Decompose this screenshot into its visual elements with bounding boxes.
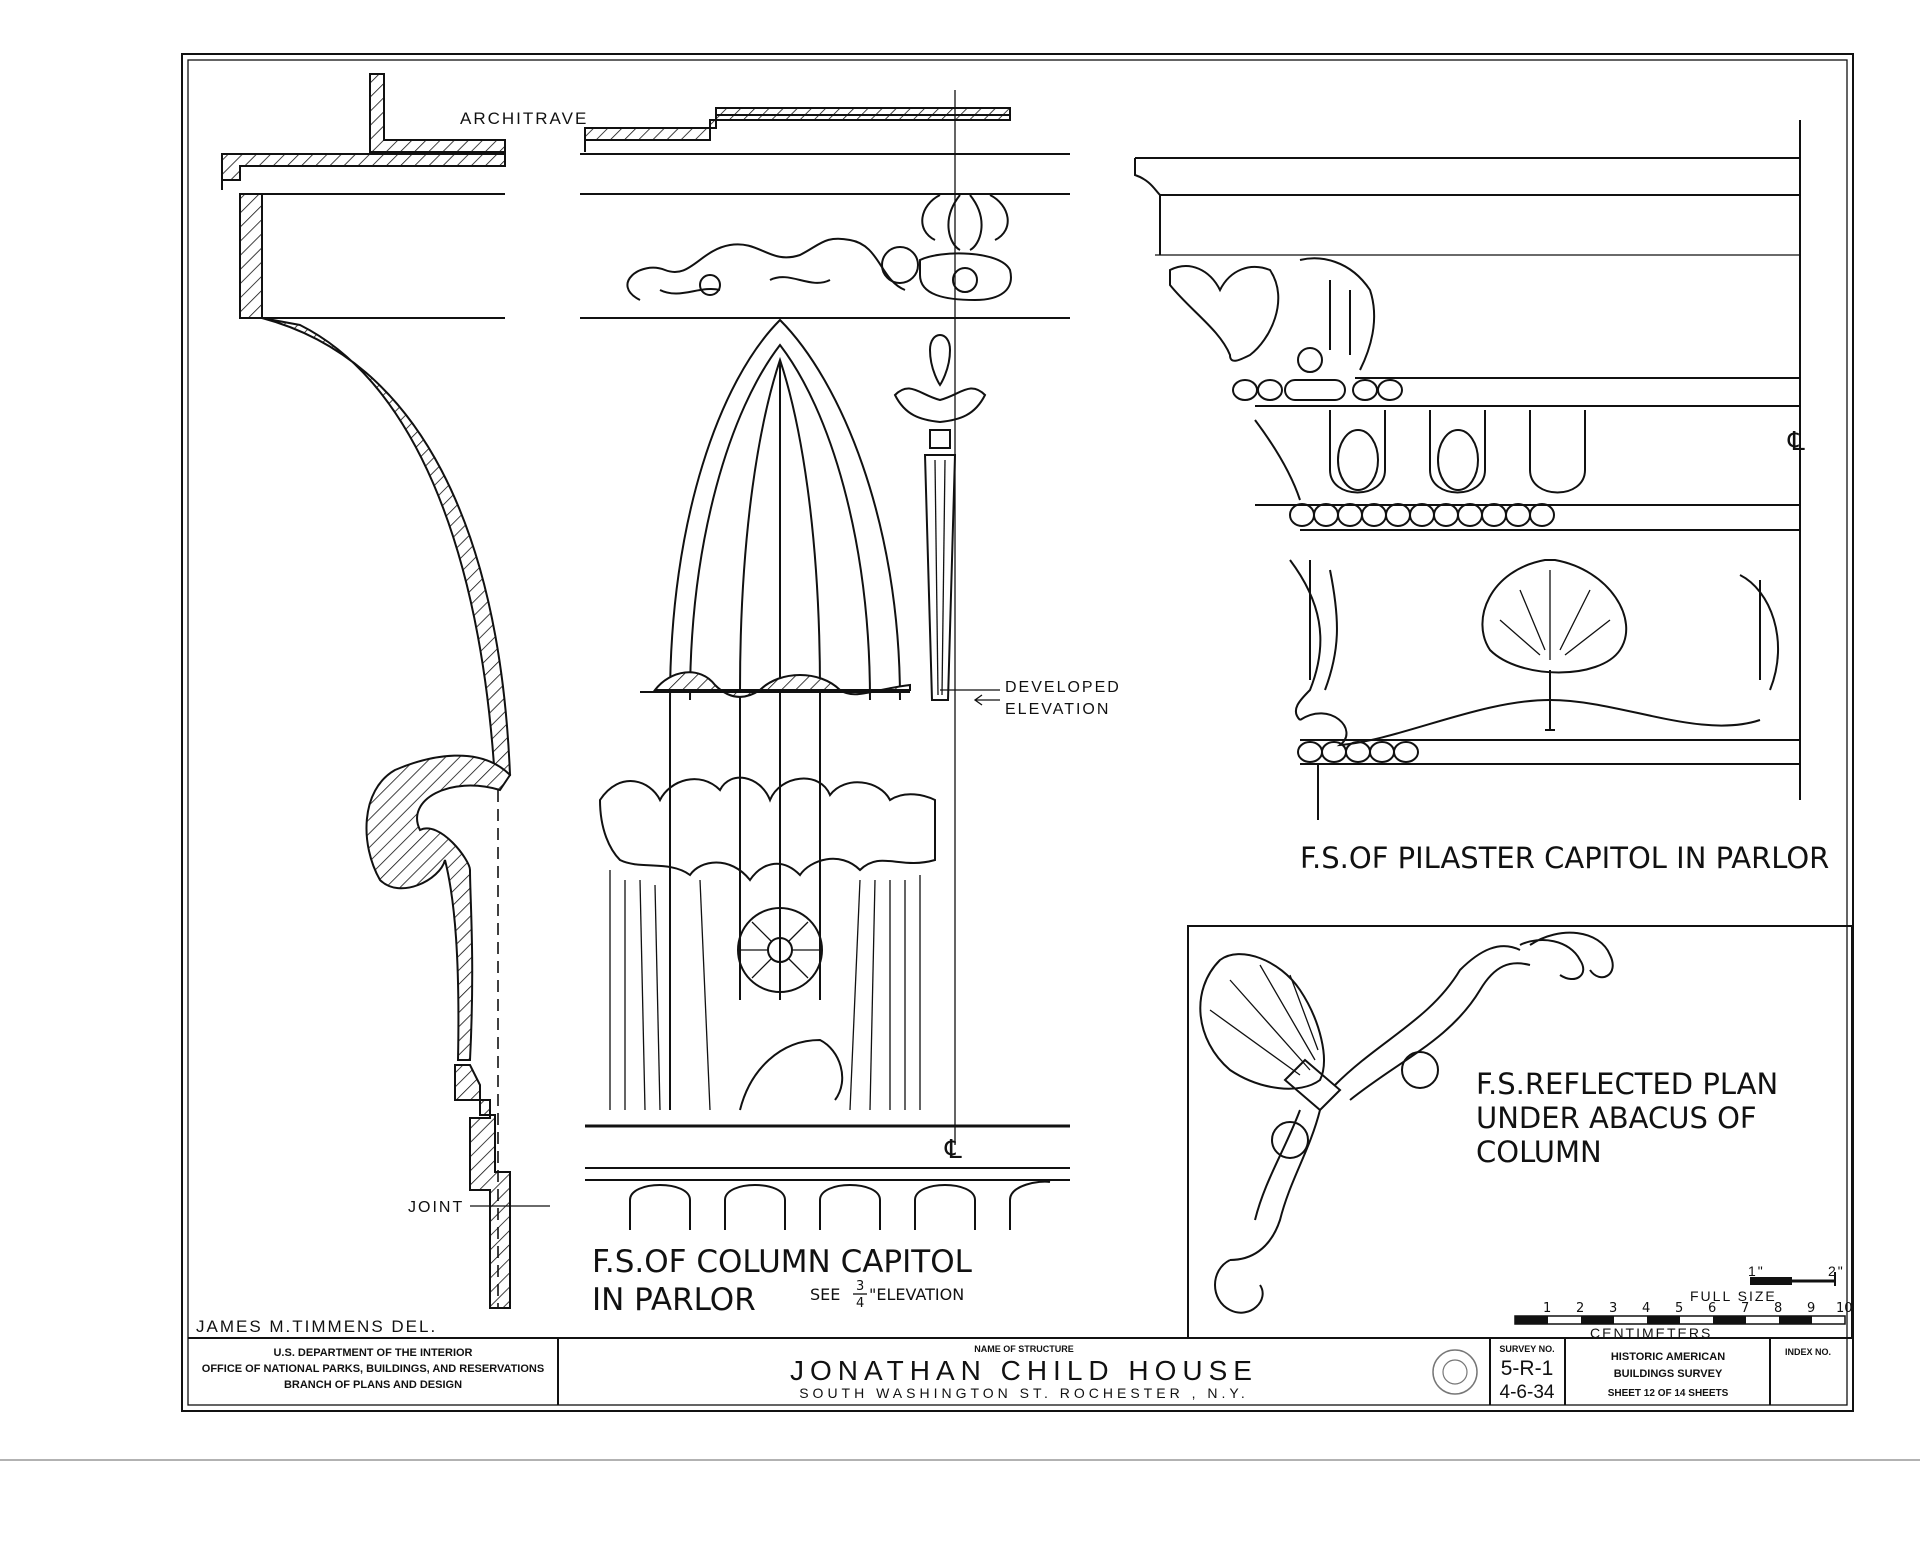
habs-line-1: HISTORIC AMERICAN — [1611, 1351, 1725, 1363]
centerline-symbol-column: ℄ — [944, 1135, 962, 1165]
svg-text:9: 9 — [1807, 1301, 1815, 1316]
svg-text:2: 2 — [1576, 1301, 1584, 1316]
delineator-credit: JAMES M.TIMMENS DEL. — [196, 1317, 437, 1336]
centerline-symbol-pilaster: ℄ — [1787, 427, 1805, 457]
reflected-plan-title-2: UNDER ABACUS OF — [1476, 1101, 1757, 1135]
graphic-scale: 1" 2" FULL SIZE 1 2 3 4 5 6 7 8 9 10 CEN… — [1514, 1263, 1853, 1341]
svg-text:6: 6 — [1708, 1301, 1716, 1316]
survey-number: 5-R-1 — [1501, 1357, 1554, 1380]
capital-profile-section — [221, 73, 1070, 1309]
scale-full-size: FULL SIZE — [1690, 1288, 1777, 1304]
agency-line-1: U.S. DEPARTMENT OF THE INTERIOR — [273, 1347, 472, 1359]
column-see-elevation: "ELEVATION — [869, 1285, 964, 1304]
svg-text:5: 5 — [1675, 1301, 1683, 1316]
column-capitol-title-2: IN PARLOR — [592, 1282, 756, 1318]
agency-line-3: BRANCH OF PLANS AND DESIGN — [284, 1379, 462, 1391]
joint-label: JOINT — [408, 1199, 464, 1216]
scale-inch-2: 2" — [1828, 1263, 1845, 1279]
library-stamp — [1432, 1349, 1478, 1395]
svg-text:1: 1 — [1543, 1301, 1551, 1316]
developed-elevation-label-2: ELEVATION — [1005, 701, 1110, 718]
habs-line-2: BUILDINGS SURVEY — [1614, 1368, 1723, 1380]
survey-caption: SURVEY NO. — [1499, 1344, 1554, 1354]
column-frac-den: 4 — [856, 1296, 864, 1311]
developed-elevation-arrow — [973, 694, 1000, 706]
inner-border — [187, 59, 1848, 1406]
column-capital-elevation — [585, 90, 1070, 1230]
reflected-plan-title-1: F.S.REFLECTED PLAN — [1476, 1067, 1778, 1101]
scale-inch-1: 1" — [1748, 1263, 1765, 1279]
architrave-label: ARCHITRAVE — [460, 109, 588, 128]
svg-text:4: 4 — [1642, 1301, 1650, 1316]
structure-name: JONATHAN CHILD HOUSE — [790, 1355, 1258, 1386]
svg-text:3: 3 — [1609, 1301, 1617, 1316]
svg-text:10: 10 — [1836, 1301, 1853, 1316]
column-frac-num: 3 — [856, 1279, 864, 1294]
agency-line-2: OFFICE OF NATIONAL PARKS, BUILDINGS, AND… — [202, 1363, 544, 1375]
developed-elevation-label-1: DEVELOPED — [1005, 679, 1121, 696]
title-block: U.S. DEPARTMENT OF THE INTERIOR OFFICE O… — [188, 1337, 1847, 1405]
reflected-plan-title-3: COLUMN — [1476, 1135, 1602, 1169]
structure-name-caption: NAME OF STRUCTURE — [974, 1344, 1074, 1354]
pilaster-capital-elevation — [1134, 120, 1801, 820]
pilaster-capitol-title: F.S.OF PILASTER CAPITOL IN PARLOR — [1300, 841, 1829, 875]
structure-location: SOUTH WASHINGTON ST. ROCHESTER , N.Y. — [799, 1385, 1249, 1401]
index-caption: INDEX NO. — [1785, 1347, 1831, 1357]
sheet-number: SHEET 12 OF 14 SHEETS — [1608, 1388, 1729, 1399]
outer-border — [181, 53, 1854, 1412]
svg-text:7: 7 — [1741, 1301, 1749, 1316]
svg-text:8: 8 — [1774, 1301, 1782, 1316]
survey-date: 4-6-34 — [1500, 1382, 1555, 1403]
column-capitol-title-1: F.S.OF COLUMN CAPITOL — [592, 1244, 973, 1280]
scale-cm-ticks: 1 2 3 4 5 6 7 8 9 10 — [1543, 1301, 1853, 1316]
column-see-label: SEE — [810, 1285, 840, 1304]
